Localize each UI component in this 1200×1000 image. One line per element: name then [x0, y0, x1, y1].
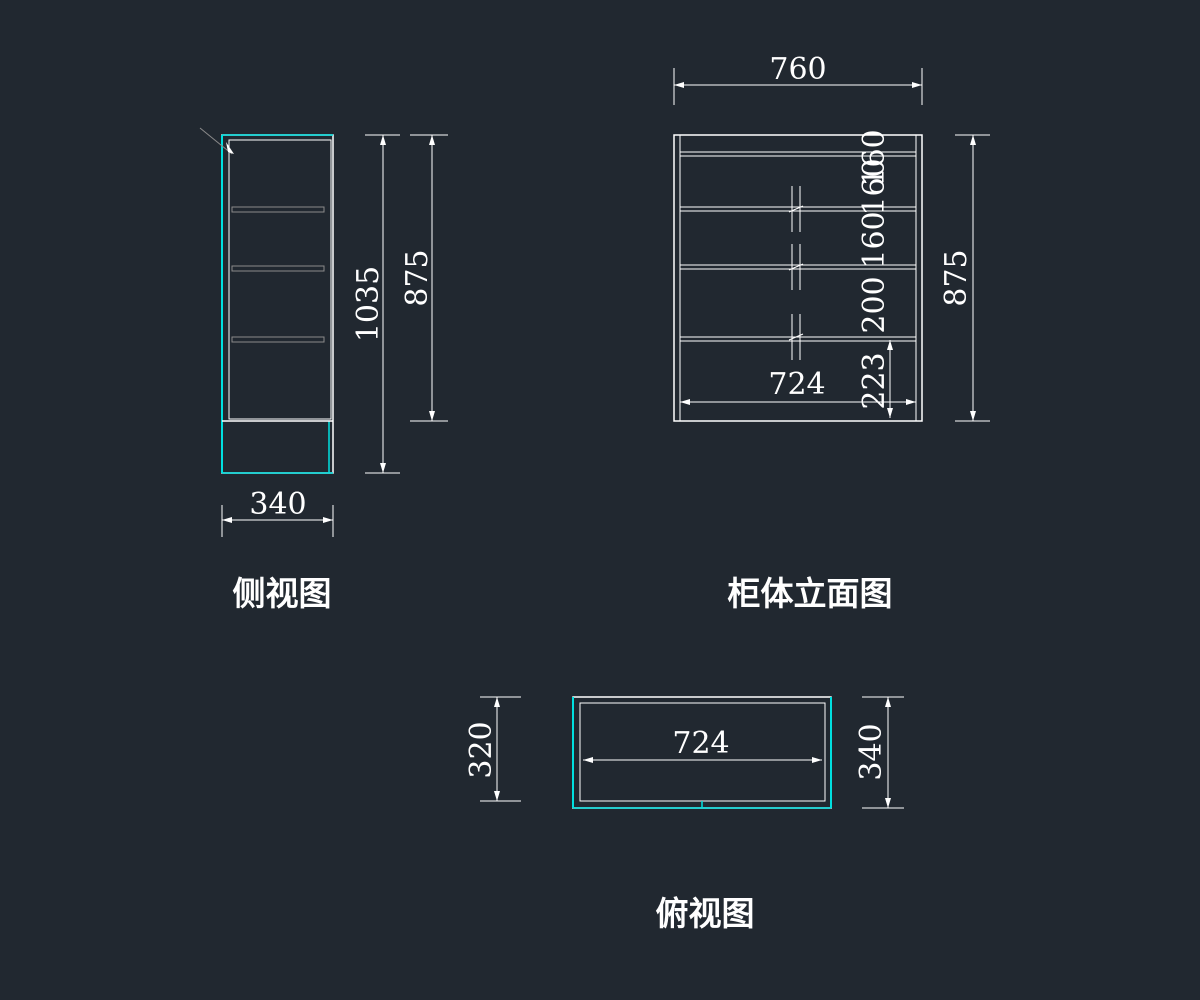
front-dim-inner-width: 724	[768, 367, 825, 402]
dim-arrow-icon	[674, 82, 684, 88]
dim-arrow-icon	[494, 791, 500, 801]
front-dim-shelf-1b: 160	[857, 129, 892, 186]
dim-arrow-icon	[583, 757, 593, 763]
dim-arrow-icon	[970, 411, 976, 421]
dim-arrow-icon	[906, 399, 916, 405]
side-view: 340 1035 875 侧视图	[199, 127, 448, 613]
side-dim-total-height: 1035	[351, 266, 386, 342]
front-shelf	[679, 264, 917, 270]
front-dim-width: 760	[769, 52, 826, 87]
dim-arrow-icon	[380, 463, 386, 473]
dim-arrow-icon	[970, 135, 976, 145]
side-shelf	[231, 265, 325, 272]
top-view-title: 俯视图	[656, 894, 755, 933]
dim-arrow-icon	[887, 408, 893, 418]
side-dim-body-height: 875	[400, 249, 435, 306]
front-dim-shelf-3: 200	[857, 276, 892, 333]
side-inner-body	[228, 139, 332, 420]
top-dim-inner-depth: 320	[464, 721, 499, 778]
leader-line	[199, 127, 233, 155]
dim-arrow-icon	[323, 517, 333, 523]
dim-arrow-icon	[380, 135, 386, 145]
front-view-title: 柜体立面图	[728, 574, 893, 613]
dim-arrow-icon	[887, 340, 893, 350]
front-dim-shelf-4: 223	[857, 352, 892, 409]
dim-arrow-icon	[680, 399, 690, 405]
dim-arrow-icon	[494, 697, 500, 707]
front-view: 760 724 160 160 160 200 223 875 柜体立面图	[673, 52, 990, 613]
break-marks	[788, 186, 804, 360]
front-shelf	[679, 336, 917, 342]
top-dim-inner-width: 724	[672, 726, 729, 761]
front-dim-shelf-1: 160	[857, 158, 892, 215]
side-shelf	[231, 336, 325, 343]
dim-arrow-icon	[222, 517, 232, 523]
front-outline	[673, 134, 923, 422]
front-dim-shelf-2: 160	[857, 211, 892, 268]
front-dim-height: 875	[939, 249, 974, 306]
dim-arrow-icon	[885, 697, 891, 707]
front-shelf	[679, 206, 917, 212]
side-dim-width: 340	[249, 487, 306, 522]
dim-arrow-icon	[912, 82, 922, 88]
leader-arrow-icon	[226, 142, 234, 154]
top-view: 724 320 340 俯视图	[464, 696, 904, 933]
side-shelf	[231, 206, 325, 213]
dim-arrow-icon	[429, 411, 435, 421]
dim-arrow-icon	[812, 757, 822, 763]
dim-arrow-icon	[885, 798, 891, 808]
top-dim-depth: 340	[854, 723, 889, 780]
dim-arrow-icon	[429, 135, 435, 145]
front-shelf	[679, 151, 917, 157]
side-view-title: 侧视图	[233, 574, 332, 613]
